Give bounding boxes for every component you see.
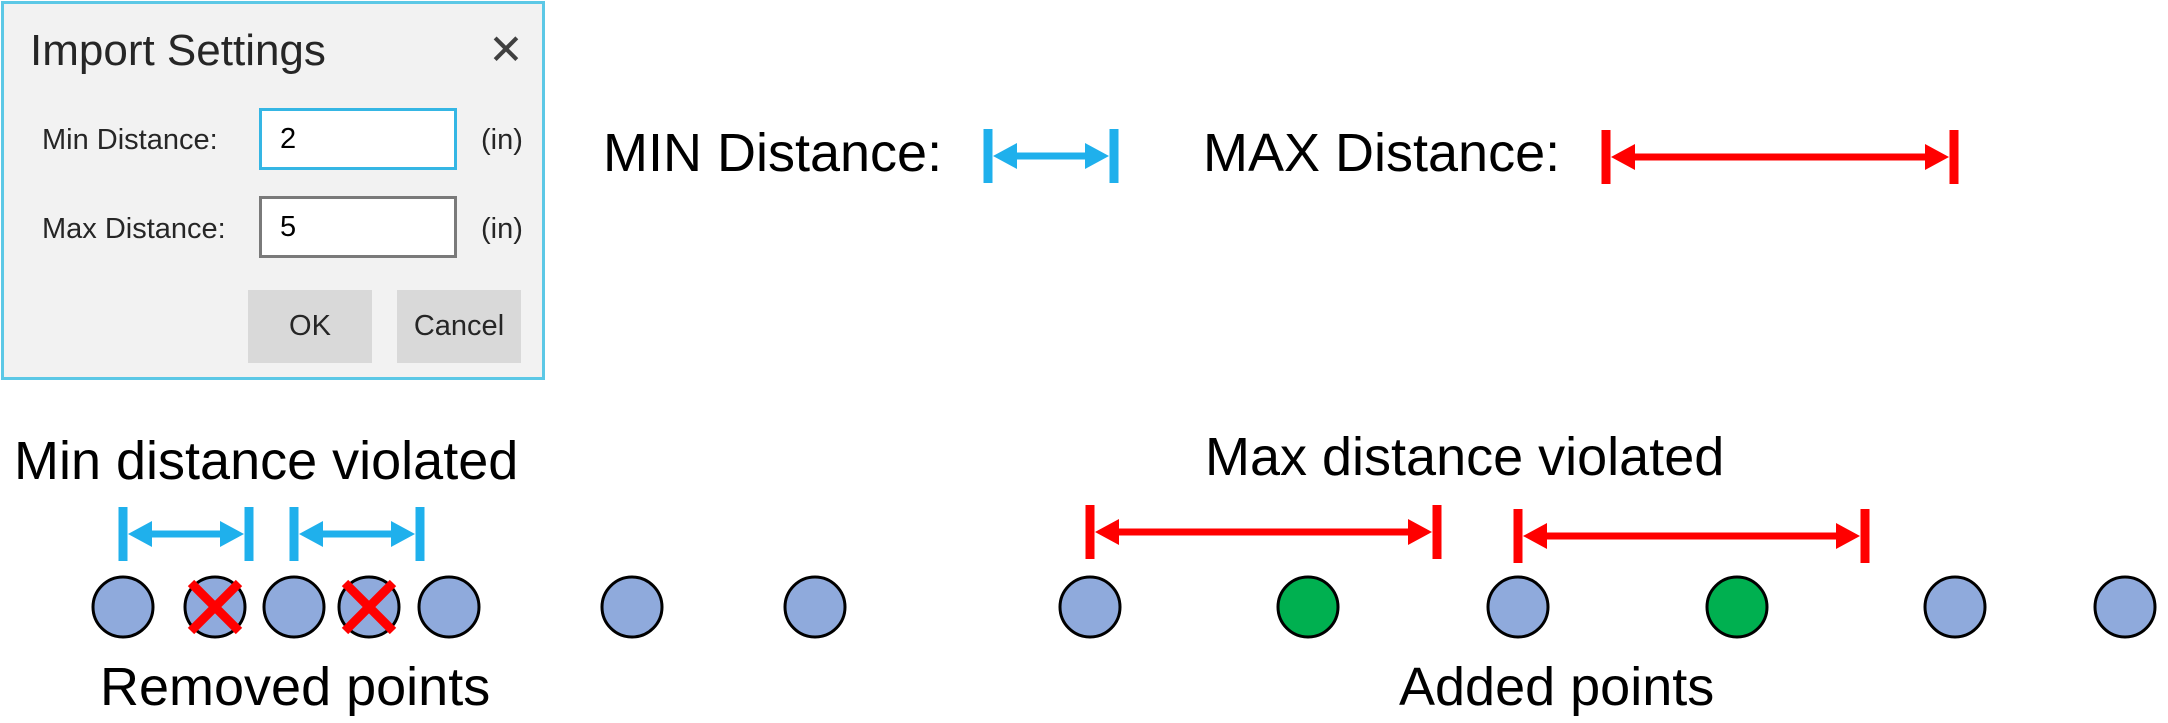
min-violated-arrow-2 [289, 507, 425, 561]
cancel-button[interactable]: Cancel [397, 290, 521, 363]
points-row [91, 575, 2157, 639]
dialog-title: Import Settings [30, 26, 326, 75]
arrow-head [220, 521, 244, 547]
removed-points-label: Removed points [100, 657, 491, 717]
point [1923, 575, 1987, 639]
max-violated-arrow-2 [1513, 509, 1870, 563]
point [600, 575, 664, 639]
max-distance-unit: (in) [481, 213, 523, 245]
point [1486, 575, 1550, 639]
point [783, 575, 847, 639]
arrow-head [993, 143, 1017, 169]
arrow-head [1408, 519, 1432, 545]
max-distance-input[interactable] [259, 196, 457, 258]
arrow-head [1836, 523, 1860, 549]
arrow-head [1611, 144, 1635, 170]
arrow-head [1085, 143, 1109, 169]
added-points-label: Added points [1399, 657, 1715, 717]
point [262, 575, 326, 639]
min-distance-unit: (in) [481, 124, 523, 156]
arrow-head [1523, 523, 1547, 549]
arrow-head [128, 521, 152, 547]
removed-x-icon [341, 579, 397, 635]
min-distance-label: Min Distance: [42, 124, 218, 156]
point [2093, 575, 2157, 639]
arrow-head [1095, 519, 1119, 545]
import-settings-dialog: Import Settings ✕ Min Distance: (in) Max… [1, 1, 545, 380]
min-violated-arrow-1 [118, 507, 254, 561]
max-violated-label: Max distance violated [1205, 427, 1725, 487]
max-violated-arrow-1 [1085, 505, 1442, 559]
point [1058, 575, 1122, 639]
min-distance-arrow [983, 129, 1119, 183]
arrow-head [299, 521, 323, 547]
max-distance-arrow [1601, 130, 1959, 184]
max-distance-label: Max Distance: [42, 213, 226, 245]
legend-max-label: MAX Distance: [1203, 123, 1561, 183]
point [91, 575, 155, 639]
close-icon[interactable]: ✕ [488, 26, 524, 73]
arrow-head [391, 521, 415, 547]
point [417, 575, 481, 639]
arrow-head [1925, 144, 1949, 170]
removed-x-icon [187, 579, 243, 635]
legend-min-label: MIN Distance: [603, 123, 943, 183]
min-distance-input[interactable] [259, 108, 457, 170]
ok-button[interactable]: OK [248, 290, 372, 363]
min-violated-label: Min distance violated [14, 431, 519, 491]
added-point [1276, 575, 1340, 639]
added-point [1705, 575, 1769, 639]
